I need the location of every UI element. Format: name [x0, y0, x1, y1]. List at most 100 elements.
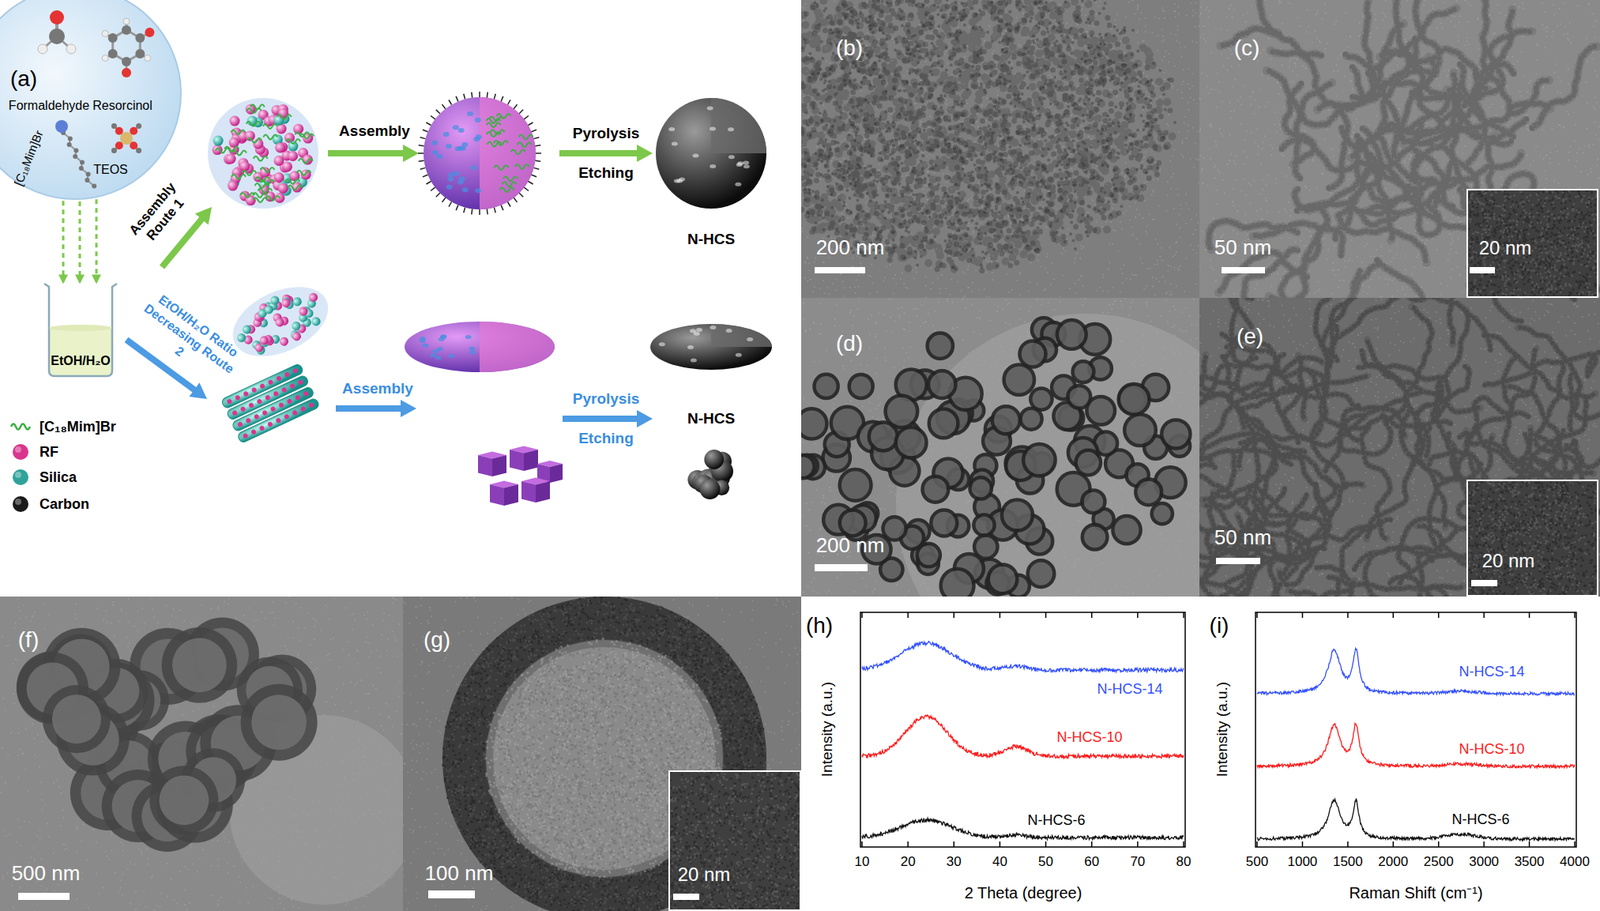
- surface-spike: [463, 94, 466, 100]
- carbon-particle: [700, 478, 721, 500]
- tick-label: 30: [946, 854, 962, 870]
- tick-label: 500: [1246, 854, 1269, 870]
- arrow-label: Pyrolysis Etching: [572, 379, 640, 459]
- scale-bar: [428, 890, 475, 899]
- pore: [448, 353, 455, 358]
- tem-inset-shape: [1466, 479, 1599, 597]
- tick-label: 1000: [1287, 854, 1318, 870]
- rf-ball: [239, 161, 250, 172]
- tem-inset-shape: [668, 770, 802, 911]
- rf-ball: [237, 421, 244, 428]
- pore: [436, 346, 444, 351]
- scale-bar-text: 50 nm: [1214, 526, 1272, 550]
- texture: [801, 298, 1200, 597]
- surfactant-icon: [502, 181, 517, 187]
- atom: [111, 147, 117, 154]
- carbon-particle: [704, 449, 724, 470]
- sphere-cutaway: [479, 97, 536, 210]
- node-label: 20 nm: [1479, 237, 1533, 260]
- rf-ball: [310, 316, 323, 328]
- atom: [115, 141, 124, 150]
- texture: [801, 0, 1199, 298]
- atom: [101, 30, 109, 38]
- rf-ball: [234, 394, 241, 401]
- surfactant-icon: [231, 174, 246, 180]
- hollow-particle: [1067, 385, 1091, 409]
- scale-bar: [1471, 579, 1498, 587]
- pore: [692, 154, 700, 159]
- cube-face: [509, 449, 524, 471]
- rf-ball: [275, 375, 283, 382]
- surfactant-icon: [515, 164, 530, 170]
- tick-mark: [999, 612, 1002, 618]
- rf-ball: [297, 305, 310, 318]
- rf-ball: [242, 390, 249, 397]
- process-arrow: [335, 399, 417, 418]
- hollow-particle: [992, 406, 1021, 434]
- surfactant-icon: [263, 124, 278, 129]
- hollow-particle: [1118, 384, 1150, 415]
- panel-letter: (e): [1236, 323, 1264, 350]
- surface-spike: [528, 181, 534, 185]
- pore: [459, 176, 466, 181]
- beaker-surface: [48, 324, 113, 332]
- hollow-particle: [814, 374, 839, 399]
- texture: [1467, 188, 1599, 298]
- rf-ball: [269, 294, 282, 307]
- pore: [466, 111, 474, 117]
- rf-ball: [229, 116, 241, 127]
- rf-ball: [290, 320, 303, 332]
- rf-ball: [283, 413, 290, 420]
- series-label: N-HCS-10: [1458, 741, 1525, 758]
- pore: [746, 337, 753, 342]
- rf-ball: [259, 383, 266, 390]
- hollow-particle: [917, 543, 941, 567]
- surface-spike: [430, 187, 436, 191]
- cube-face: [521, 481, 536, 503]
- rf-ball: [274, 417, 282, 424]
- rf-ball: [261, 410, 268, 417]
- rf-ball: [256, 398, 263, 405]
- beaker-liquid: [48, 327, 113, 377]
- arrow-label: Assembly: [342, 380, 414, 398]
- tick-mark: [1045, 612, 1047, 618]
- hollow-particle: [1020, 340, 1047, 367]
- rf-ball: [235, 331, 248, 344]
- pore: [431, 140, 438, 146]
- surface-spike: [493, 207, 496, 214]
- hollow-ellipsoid-node: N-HCS: [649, 323, 773, 430]
- pore: [687, 345, 694, 350]
- surfactant-icon: [252, 197, 268, 203]
- surface-spike: [470, 92, 473, 98]
- atom: [67, 136, 73, 142]
- node-label: Resorcinol: [92, 98, 153, 113]
- tick-label: 60: [1084, 854, 1100, 870]
- hollow-particle: [796, 408, 827, 439]
- surfactant-icon: [517, 142, 532, 147]
- hollow-particle: [922, 476, 949, 503]
- surface-spike: [519, 192, 524, 197]
- cube-face: [504, 484, 519, 506]
- ellipsoid-cutaway: [479, 321, 555, 373]
- hollow-particle: [1161, 419, 1190, 448]
- hollow-sphere: [42, 685, 111, 753]
- pore: [735, 353, 742, 358]
- tick-mark: [1347, 612, 1349, 618]
- atom: [48, 28, 65, 45]
- surfactant-icon: [490, 129, 505, 135]
- scale-bar-text: 100 nm: [425, 862, 494, 886]
- pore: [742, 161, 750, 166]
- surface-spike: [430, 116, 436, 120]
- process-arrow: [327, 144, 419, 162]
- inset-border: [668, 770, 802, 911]
- tick-mark: [1136, 612, 1139, 618]
- raman-curve: [1257, 798, 1575, 841]
- pore: [658, 342, 666, 347]
- surface-spike: [534, 144, 541, 147]
- texture: [802, 0, 1173, 269]
- rf-ball: [251, 387, 258, 394]
- hollow-particle: [1112, 515, 1141, 544]
- surface-spike: [417, 152, 424, 155]
- surface-spike: [455, 96, 459, 102]
- swatch-highlight: [15, 471, 22, 479]
